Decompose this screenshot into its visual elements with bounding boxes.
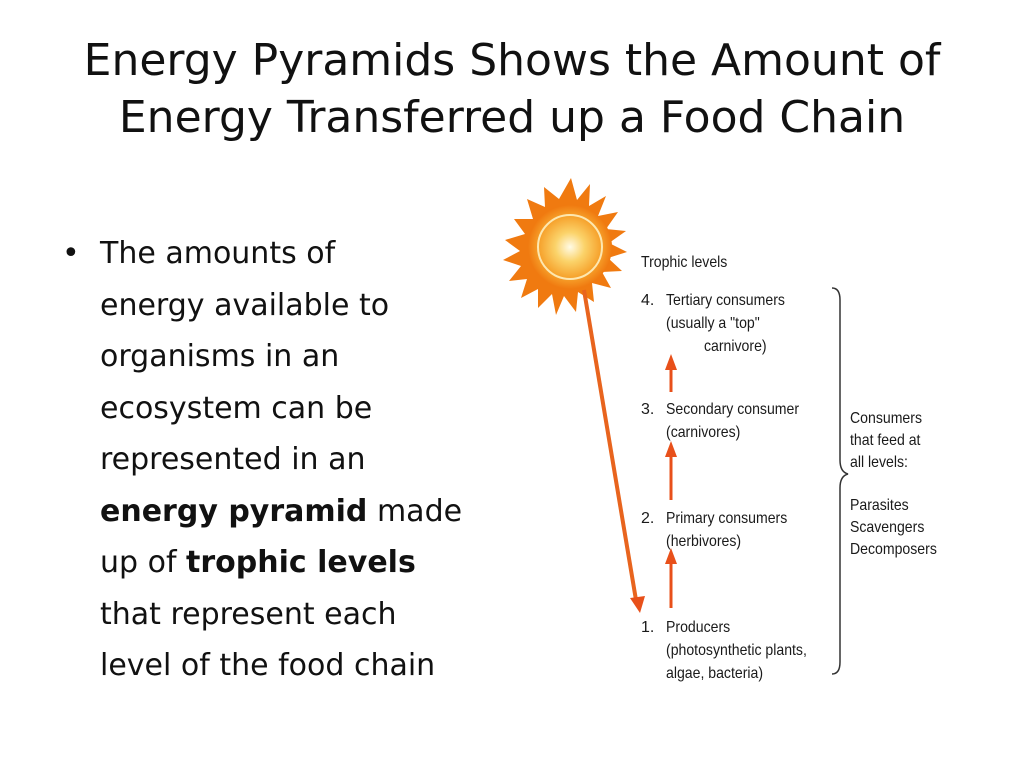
sun-ring (537, 214, 603, 280)
bullet-line: represented in an (100, 442, 366, 477)
level-1-number: 1. (641, 619, 655, 636)
title-line-1: Energy Pyramids Shows the Amount of (83, 35, 941, 86)
side-note-line-3: all levels: (850, 454, 908, 471)
bullet-line: level of the food chain (100, 648, 436, 683)
level-4-number: 4. (641, 292, 655, 309)
bullet-line: ecosystem can be (100, 390, 373, 426)
energy-arrow-1-2 (665, 548, 677, 608)
term-trophic-levels: trophic levels (186, 545, 416, 580)
side-note-parasites: Parasites (850, 497, 909, 514)
level-4-detail: (usually a "top" (666, 315, 760, 332)
bullet-line: energy available to (100, 287, 390, 323)
side-note-scavengers: Scavengers (850, 519, 925, 536)
bullet-line-rest: made (367, 493, 463, 529)
sun-rays (503, 178, 627, 315)
level-1-detail-2: algae, bacteria) (666, 665, 764, 682)
level-4-detail-2: carnivore) (704, 338, 767, 355)
level-3-detail: (carnivores) (666, 424, 741, 441)
sunlight-arrow (582, 289, 645, 613)
side-note-line-2: that feed at (850, 432, 921, 449)
bullet-marker: • (62, 236, 80, 271)
side-note-line-1: Consumers (850, 410, 922, 427)
level-1-detail: (photosynthetic plants, (666, 642, 807, 659)
term-energy-pyramid: energy pyramid (100, 493, 368, 529)
bullet-line: The amounts of (100, 236, 336, 271)
slide-title: Energy Pyramids Shows the Amount of Ener… (0, 32, 1024, 146)
level-2-name: Primary consumers (666, 510, 788, 527)
trophic-levels-heading: Trophic levels (641, 254, 728, 271)
level-2-detail: (herbivores) (666, 533, 742, 550)
bullet-line: organisms in an (100, 339, 340, 374)
energy-arrow-3-4 (665, 354, 677, 392)
consumers-bracket (831, 287, 849, 675)
level-3-name: Secondary consumer (666, 401, 800, 418)
level-4-name: Tertiary consumers (666, 292, 785, 309)
level-3-number: 3. (641, 401, 655, 418)
side-note-decomposers: Decomposers (850, 541, 937, 558)
level-2-number: 2. (641, 510, 655, 527)
bullet-line-pre: up of (100, 545, 187, 580)
title-line-2: Energy Transferred up a Food Chain (118, 92, 906, 143)
bullet-line: that represent each (100, 596, 397, 632)
sun-icon (503, 178, 627, 315)
energy-arrow-2-3 (665, 441, 677, 500)
level-1-name: Producers (666, 619, 731, 636)
sun-body (528, 205, 612, 289)
bullet-text: The amounts of energy available to organ… (100, 228, 520, 692)
